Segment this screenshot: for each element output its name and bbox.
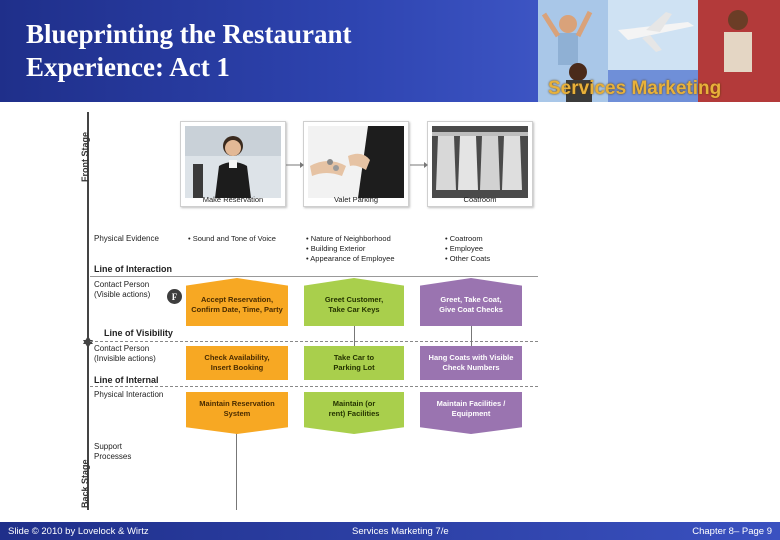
physical-interaction-label: Physical Interaction bbox=[94, 390, 163, 400]
front-stage-label: Front Stage bbox=[80, 132, 90, 182]
slide-title: Blueprinting the Restaurant Experience: … bbox=[26, 18, 352, 84]
line-of-internal-label: Line of Internal bbox=[94, 375, 159, 385]
contact-visible-label-1: Contact Person bbox=[94, 280, 149, 290]
evidence-item: • Employee bbox=[445, 244, 490, 254]
support-line: Maintain Facilities / bbox=[437, 399, 506, 409]
action-line: Take Car to bbox=[333, 353, 374, 363]
support-line: System bbox=[199, 409, 274, 419]
support-maintain-equipment: Maintain Facilities /Equipment bbox=[420, 392, 522, 434]
action-line: Give Coat Checks bbox=[439, 305, 503, 315]
photo-caption-reservation: Make Reservation bbox=[181, 195, 285, 204]
photo-make-reservation: Make Reservation bbox=[180, 121, 286, 207]
brand-text: Services Marketing bbox=[548, 78, 721, 100]
support-line: Equipment bbox=[437, 409, 506, 419]
footer-page-number: Chapter 8– Page 9 bbox=[692, 526, 772, 537]
action-line: Check Numbers bbox=[429, 363, 514, 373]
fail-point-icon: F bbox=[167, 289, 182, 304]
physical-evidence-label: Physical Evidence bbox=[94, 234, 159, 244]
support-processes-label-2: Processes bbox=[94, 452, 131, 462]
action-accept-reservation: Accept Reservation,Confirm Date, Time, P… bbox=[186, 278, 288, 326]
photo-connector-arrows bbox=[286, 160, 430, 170]
action-line: Take Car Keys bbox=[325, 305, 383, 315]
support-processes-label-1: Support bbox=[94, 442, 122, 452]
line-of-visibility-label: Line of Visibility bbox=[104, 328, 173, 338]
action-line: Accept Reservation, bbox=[191, 295, 283, 305]
support-line: Maintain (or bbox=[329, 399, 380, 409]
action-line: Insert Booking bbox=[204, 363, 269, 373]
contact-invisible-label-1: Contact Person bbox=[94, 344, 149, 354]
action-line: Hang Coats with Visible bbox=[429, 353, 514, 363]
action-greet-take-coat: Greet, Take Coat,Give Coat Checks bbox=[420, 278, 522, 326]
connector-col3 bbox=[471, 326, 472, 346]
slide-title-line-2: Experience: Act 1 bbox=[26, 51, 352, 84]
line-of-internal bbox=[90, 386, 538, 387]
slide-footer: Slide © 2010 by Lovelock & Wirtz Service… bbox=[0, 522, 780, 540]
back-stage-arrow-icon bbox=[83, 336, 93, 344]
evidence-valet: • Nature of Neighborhood • Building Exte… bbox=[306, 234, 395, 264]
evidence-item: • Nature of Neighborhood bbox=[306, 234, 395, 244]
action-line: Greet, Take Coat, bbox=[439, 295, 503, 305]
slide-header: Blueprinting the Restaurant Experience: … bbox=[0, 0, 780, 102]
evidence-coatroom: • Coatroom • Employee • Other Coats bbox=[445, 234, 490, 264]
evidence-item: • Appearance of Employee bbox=[306, 254, 395, 264]
action-line: Check Availability, bbox=[204, 353, 269, 363]
photo-caption-coatroom: Coatroom bbox=[428, 195, 532, 204]
support-line: rent) Facilities bbox=[329, 409, 380, 419]
action-line: Parking Lot bbox=[333, 363, 374, 373]
evidence-reservation: • Sound and Tone of Voice bbox=[188, 234, 276, 244]
reservation-photo-image bbox=[185, 126, 281, 198]
evidence-item: • Sound and Tone of Voice bbox=[188, 234, 276, 244]
photo-caption-valet: Valet Parking bbox=[304, 195, 408, 204]
action-line: Confirm Date, Time, Party bbox=[191, 305, 283, 315]
coatroom-photo-image bbox=[432, 126, 528, 198]
action-line: Greet Customer, bbox=[325, 295, 383, 305]
slide-title-line-1: Blueprinting the Restaurant bbox=[26, 18, 352, 51]
connector-col2 bbox=[354, 326, 355, 346]
action-check-availability: Check Availability,Insert Booking bbox=[186, 346, 288, 380]
footer-copyright: Slide © 2010 by Lovelock & Wirtz bbox=[8, 526, 149, 537]
line-of-interaction bbox=[90, 276, 538, 277]
back-stage-label: Back Stage bbox=[80, 459, 90, 508]
photo-coatroom: Coatroom bbox=[427, 121, 533, 207]
action-greet-customer: Greet Customer,Take Car Keys bbox=[304, 278, 404, 326]
line-of-interaction-label: Line of Interaction bbox=[94, 264, 172, 274]
contact-visible-label-2: (Visible actions) bbox=[94, 290, 150, 300]
contact-invisible-label-2: (Invisible actions) bbox=[94, 354, 156, 364]
footer-book-title: Services Marketing 7/e bbox=[352, 526, 449, 537]
support-line: Maintain Reservation bbox=[199, 399, 274, 409]
evidence-item: • Other Coats bbox=[445, 254, 490, 264]
evidence-item: • Coatroom bbox=[445, 234, 490, 244]
evidence-item: • Building Exterior bbox=[306, 244, 395, 254]
